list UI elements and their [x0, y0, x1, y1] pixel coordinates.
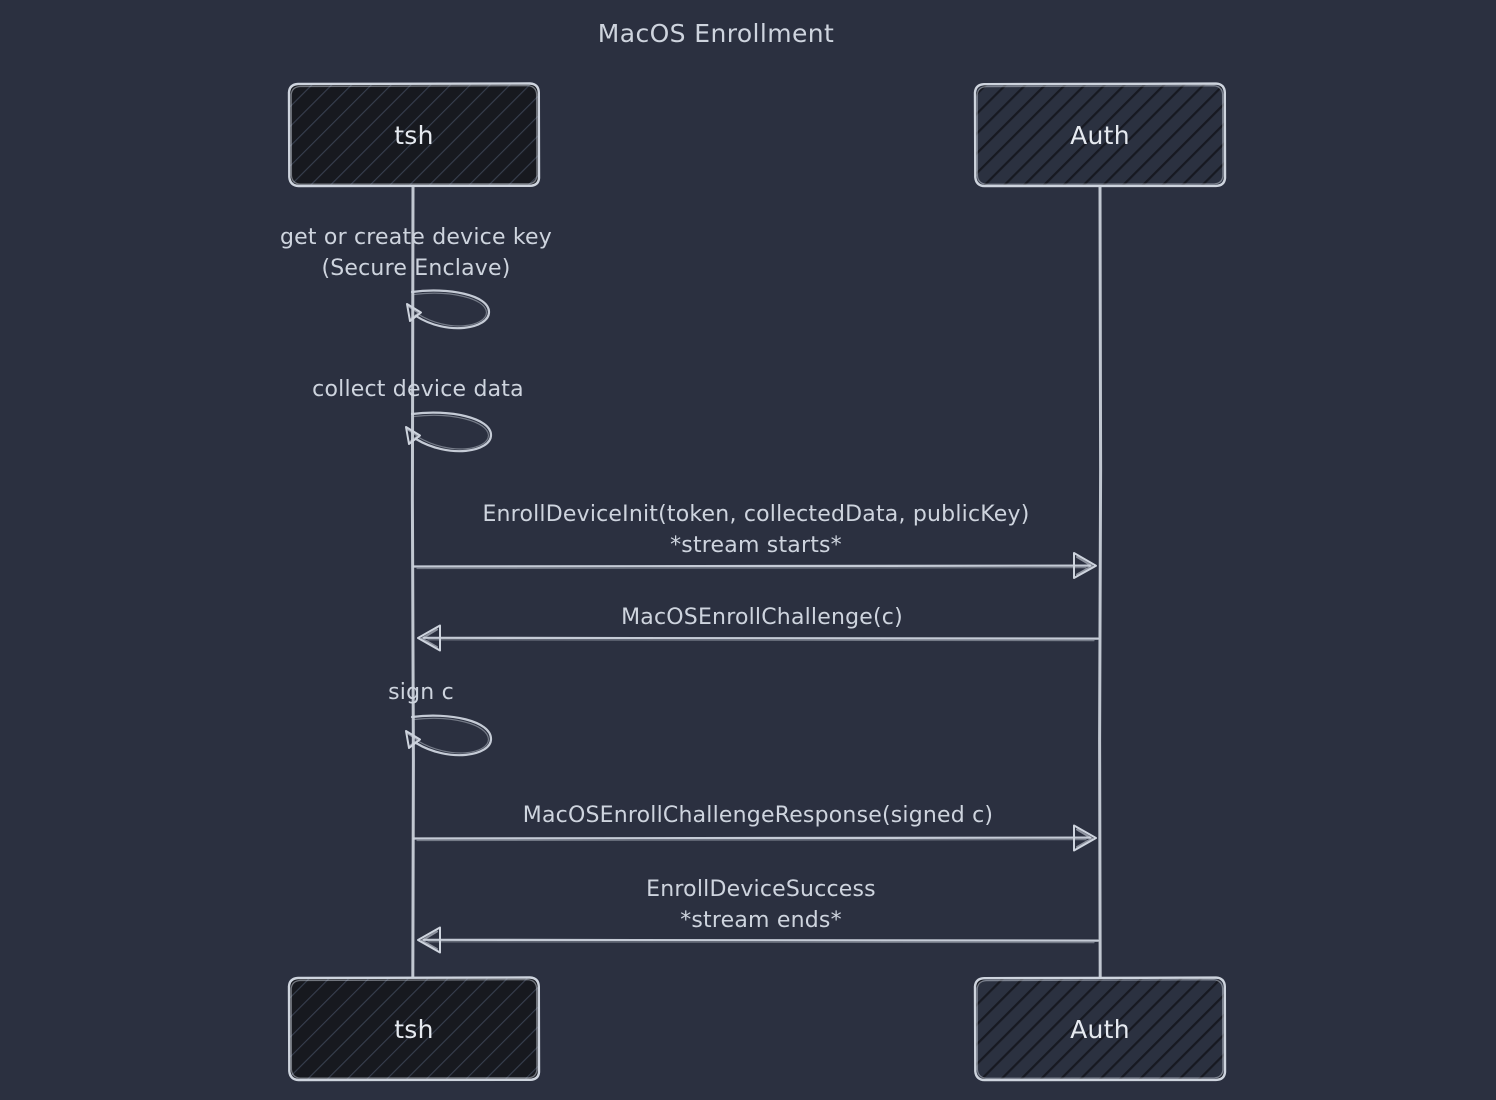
arrowhead-left-ghost	[421, 930, 438, 950]
lifeline-tsh	[410, 184, 415, 984]
participant-label-tsh-bottom: tsh	[394, 1015, 434, 1044]
arrowhead-left-ghost	[421, 628, 438, 648]
arrowhead-down-left-ghost	[408, 305, 420, 320]
message-label-line2: *stream ends*	[680, 908, 842, 933]
arrowhead-down-left-ghost	[407, 732, 419, 747]
message-label-line1: EnrollDeviceInit(token, collectedData, p…	[482, 502, 1029, 527]
participant-box-auth-bottom[interactable]: Auth	[973, 976, 1227, 1082]
message-self-collect-device-data[interactable]: collect device data	[312, 377, 524, 453]
arrowhead-right	[1073, 824, 1097, 852]
message-label-line1: EnrollDeviceSuccess	[646, 877, 876, 902]
message-enroll-device-init[interactable]: EnrollDeviceInit(token, collectedData, p…	[412, 502, 1097, 579]
arrowhead-left	[417, 624, 441, 652]
arrowhead-left	[417, 926, 441, 954]
participant-box-tsh-bottom[interactable]: tsh	[287, 976, 541, 1082]
lifeline-auth	[1098, 184, 1103, 980]
message-label-line2: *stream starts*	[670, 533, 842, 558]
message-label-line1: sign c	[388, 680, 454, 705]
message-macos-enroll-challenge[interactable]: MacOSEnrollChallenge(c)	[417, 605, 1100, 652]
participant-label-auth-top: Auth	[1070, 121, 1130, 150]
arrowhead-right-ghost	[1076, 828, 1093, 848]
participant-box-auth-top[interactable]: Auth	[973, 82, 1227, 188]
message-macos-enroll-challenge-response[interactable]: MacOSEnrollChallengeResponse(signed c)	[412, 803, 1097, 852]
message-self-sign-c[interactable]: sign c	[388, 680, 493, 757]
participant-box-tsh-top[interactable]: tsh	[287, 82, 541, 188]
arrowhead-right-ghost	[1076, 556, 1093, 576]
arrowhead-down-left-ghost	[407, 428, 419, 443]
message-label-line2: (Secure Enclave)	[321, 256, 510, 281]
message-label-line1: collect device data	[312, 377, 524, 402]
message-label-line1: MacOSEnrollChallengeResponse(signed c)	[523, 803, 993, 828]
message-label-line1: get or create device key	[280, 225, 552, 250]
message-enroll-device-success[interactable]: EnrollDeviceSuccess *stream ends*	[417, 877, 1100, 954]
diagram-title: MacOS Enrollment	[598, 19, 834, 48]
participant-label-tsh-top: tsh	[394, 121, 434, 150]
message-label-line1: MacOSEnrollChallenge(c)	[621, 605, 903, 630]
participant-label-auth-bottom: Auth	[1070, 1015, 1130, 1044]
arrowhead-right	[1073, 552, 1097, 579]
message-self-get-or-create-device-key[interactable]: get or create device key (Secure Enclave…	[280, 225, 552, 330]
